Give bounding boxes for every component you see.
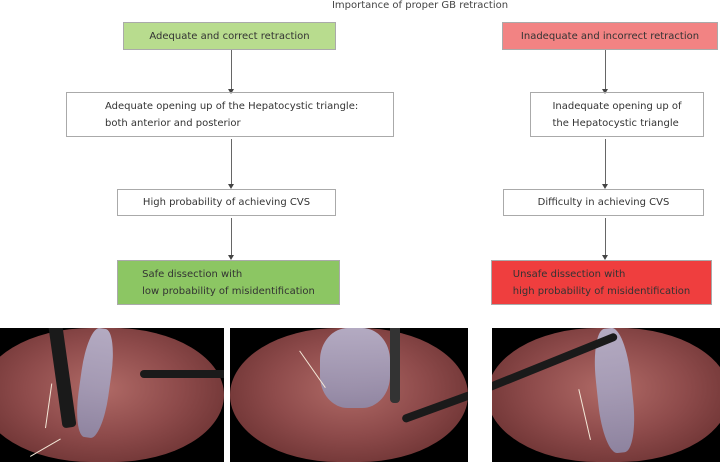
laparoscopic-image-3 xyxy=(492,328,720,462)
laparoscopic-image-1 xyxy=(0,328,224,462)
box-label: Unsafe dissection with high probability … xyxy=(512,268,691,297)
inadequate-retraction-box: Inadequate and incorrect retraction xyxy=(502,22,718,50)
laparoscopic-image-2 xyxy=(230,328,468,462)
box-label: Difficulty in achieving CVS xyxy=(537,197,670,208)
flow-arrow xyxy=(228,139,234,189)
box-label: High probability of achieving CVS xyxy=(142,197,311,208)
diagram-title: Importance of proper GB retraction xyxy=(331,0,509,11)
adequate-opening-box: Adequate opening up of the Hepatocystic … xyxy=(66,92,394,137)
safe-dissection-box: Safe dissection with low probability of … xyxy=(117,260,340,305)
flow-arrow xyxy=(602,139,608,189)
flow-arrow xyxy=(228,218,234,260)
box-label: Adequate and correct retraction xyxy=(149,30,310,42)
unsafe-dissection-box: Unsafe dissection with high probability … xyxy=(491,260,712,305)
box-label: Inadequate and incorrect retraction xyxy=(520,30,700,42)
flow-arrow xyxy=(602,50,608,94)
flow-arrow xyxy=(602,218,608,260)
inadequate-opening-box: Inadequate opening up of the Hepatocysti… xyxy=(530,92,704,137)
box-label: Adequate opening up of the Hepatocystic … xyxy=(105,100,359,129)
adequate-retraction-box: Adequate and correct retraction xyxy=(123,22,336,50)
difficulty-cvs-box: Difficulty in achieving CVS xyxy=(503,189,704,216)
box-label: Inadequate opening up of the Hepatocysti… xyxy=(552,100,682,129)
flow-arrow xyxy=(228,50,234,94)
high-probability-cvs-box: High probability of achieving CVS xyxy=(117,189,336,216)
box-label: Safe dissection with low probability of … xyxy=(142,268,315,297)
